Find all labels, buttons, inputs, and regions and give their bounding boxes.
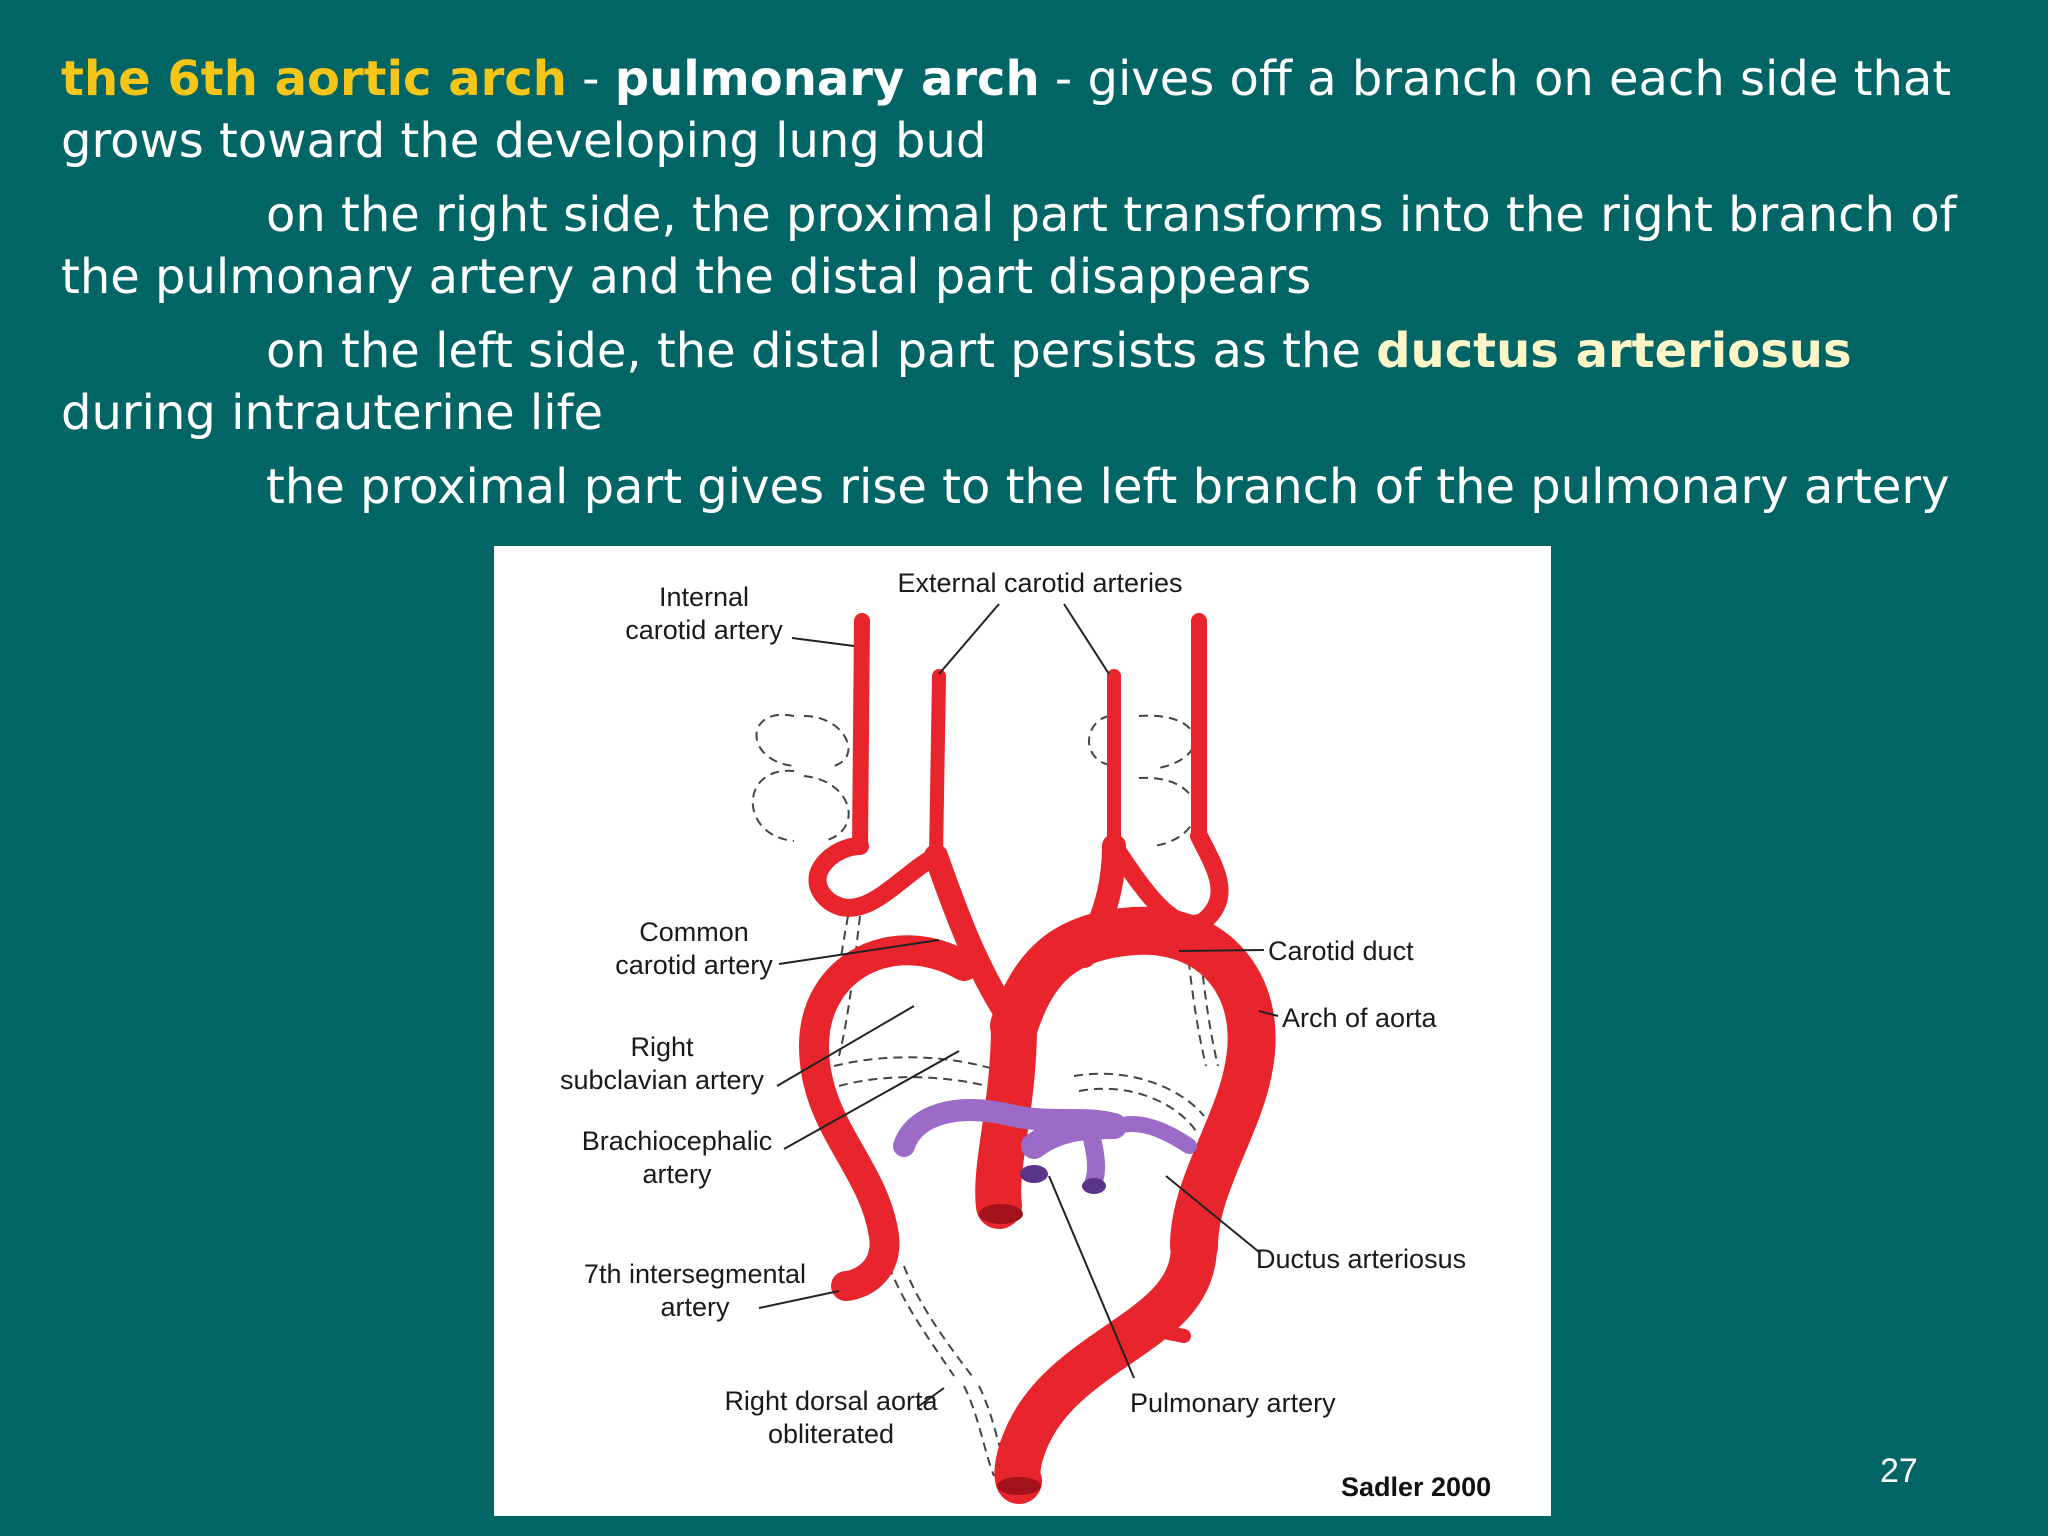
pulmonary-trunk <box>893 1099 1197 1190</box>
label-right-subclavian-line1: Right <box>630 1032 694 1062</box>
label-internal-carotid-line1: Internal <box>659 582 749 612</box>
label-common-carotid-line2: carotid artery <box>615 950 773 980</box>
descending-aorta <box>994 1223 1217 1504</box>
arch-of-aorta <box>990 906 1276 1270</box>
arteries <box>798 613 1276 1504</box>
right-carotid-loop <box>808 837 945 917</box>
paragraph-3-before: on the left side, the distal part persis… <box>266 323 1377 379</box>
term-pulmonary-arch: pulmonary arch <box>614 51 1040 107</box>
aortic-arch-diagram: Internal carotid artery External carotid… <box>494 546 1551 1516</box>
figure-credit: Sadler 2000 <box>1341 1472 1491 1502</box>
paragraph-4: the proximal part gives rise to the left… <box>266 459 1950 515</box>
separator: - <box>566 51 615 107</box>
paragraph-3-after: during intrauterine life <box>61 385 603 441</box>
page-number: 27 <box>1880 1452 1918 1490</box>
label-arch-of-aorta: Arch of aorta <box>1282 1003 1438 1033</box>
ascending-aorta <box>975 1003 1037 1229</box>
leader-lines <box>758 603 1279 1407</box>
label-brachiocephalic-line2: artery <box>642 1159 712 1189</box>
slide-text: the 6th aortic arch - pulmonary arch - g… <box>61 48 2011 530</box>
label-intersegmental-line1: 7th intersegmental <box>584 1259 806 1289</box>
term-ductus-arteriosus: ductus arteriosus <box>1376 323 1852 379</box>
diagram-svg: Internal carotid artery External carotid… <box>560 568 1491 1504</box>
descending-aorta-branch <box>1127 1319 1191 1343</box>
paragraph-3: on the left side, the distal part persis… <box>61 320 2011 444</box>
ductus-arteriosus-vessel <box>1111 1116 1197 1154</box>
left-pulmonary-branch <box>1080 1117 1106 1190</box>
vessel-openings <box>979 1204 1041 1495</box>
label-brachiocephalic-line1: Brachiocephalic <box>582 1126 773 1156</box>
pulmonary-openings <box>1020 1165 1106 1194</box>
paragraph-1-rest: - gives off a branch on each side that g… <box>61 51 1952 169</box>
label-ductus-arteriosus: Ductus arteriosus <box>1256 1244 1466 1274</box>
label-right-dorsal-aorta-line1: Right dorsal aorta <box>724 1386 938 1416</box>
label-right-dorsal-aorta-line2: obliterated <box>768 1419 894 1449</box>
pulmonary-trunk-body <box>1021 1113 1127 1159</box>
label-right-subclavian-line2: subclavian artery <box>560 1065 765 1095</box>
right-subclavian-artery <box>798 935 979 1301</box>
label-intersegmental-line2: artery <box>660 1292 730 1322</box>
paragraph-2: on the right side, the proximal part tra… <box>61 187 1957 305</box>
right-internal-carotid <box>852 613 870 854</box>
label-carotid-duct: Carotid duct <box>1268 936 1414 966</box>
label-external-carotid: External carotid arteries <box>897 568 1182 598</box>
label-pulmonary-artery: Pulmonary artery <box>1130 1388 1336 1418</box>
right-external-carotid <box>929 669 946 863</box>
label-common-carotid-line1: Common <box>639 917 749 947</box>
label-internal-carotid-line2: carotid artery <box>625 615 783 645</box>
paragraph-1: the 6th aortic arch - pulmonary arch - g… <box>61 48 2011 172</box>
term-sixth-aortic-arch: the 6th aortic arch <box>61 51 567 107</box>
